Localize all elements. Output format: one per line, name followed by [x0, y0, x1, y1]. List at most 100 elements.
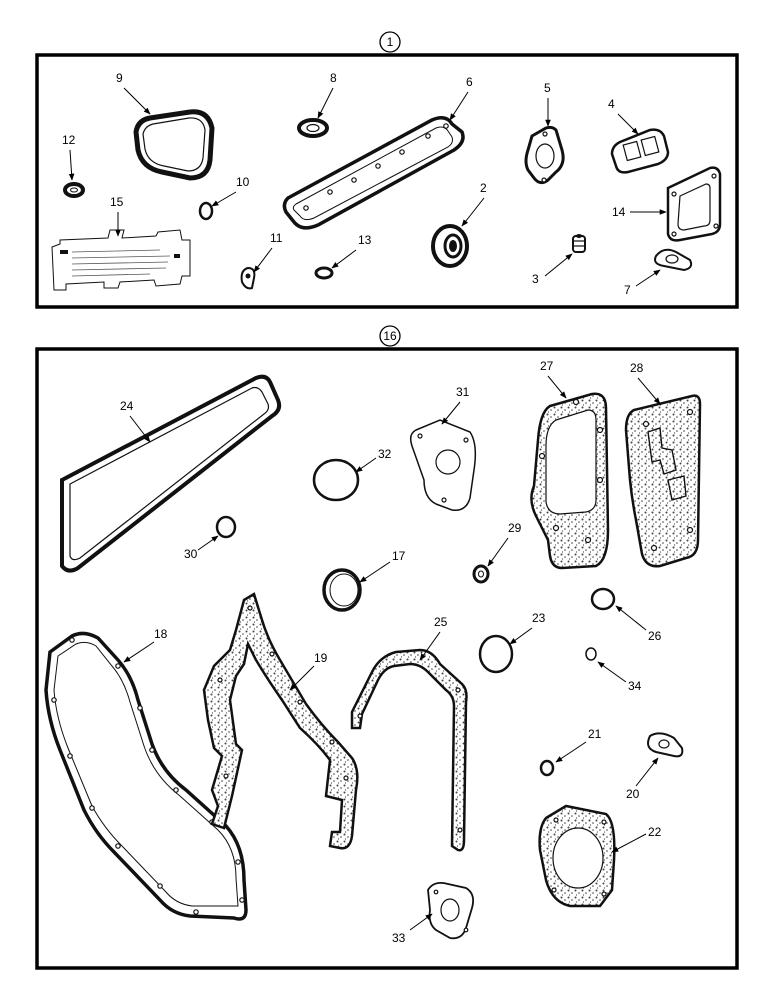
panel-top-header-label: 1 — [387, 35, 394, 49]
part-26-oring — [590, 587, 616, 611]
part-15-label-sheet — [51, 229, 191, 291]
svg-text:22: 22 — [648, 825, 662, 839]
callout-21: 21 — [555, 727, 602, 763]
callout-24: 24 — [120, 399, 151, 443]
svg-text:2: 2 — [480, 181, 487, 195]
callout-29: 29 — [487, 521, 522, 567]
svg-text:6: 6 — [466, 75, 473, 89]
panel-top-frame — [35, 53, 739, 309]
part-28-gasket — [624, 394, 702, 568]
panel-top-header: 1 — [379, 31, 401, 53]
svg-text:25: 25 — [434, 615, 448, 629]
part-23-oring — [478, 634, 514, 674]
svg-text:13: 13 — [358, 233, 372, 247]
part-30-oring — [215, 515, 237, 539]
svg-text:15: 15 — [110, 195, 124, 209]
svg-text:3: 3 — [532, 272, 539, 286]
part-17-ring — [322, 568, 362, 612]
part-34-ring — [585, 647, 597, 661]
part-4-gasket — [610, 128, 670, 174]
callout-4: 4 — [608, 97, 639, 135]
part-12-seal — [63, 182, 85, 198]
part-14-gasket — [666, 166, 722, 242]
svg-text:10: 10 — [236, 175, 250, 189]
callout-6: 6 — [449, 75, 473, 121]
part-21-oring — [539, 759, 555, 777]
callout-9: 9 — [116, 71, 151, 115]
svg-text:28: 28 — [630, 361, 644, 375]
callout-20: 20 — [626, 757, 659, 801]
svg-text:21: 21 — [588, 727, 602, 741]
panel-bottom-header-label: 16 — [383, 329, 397, 343]
callout-8: 8 — [317, 71, 337, 119]
panel-bottom-frame — [35, 347, 739, 970]
svg-text:31: 31 — [456, 385, 470, 399]
part-10-ring — [198, 201, 214, 221]
callouts-bottom: 24 31 27 28 32 30 29 17 18 25 23 26 19 3… — [120, 359, 662, 945]
callout-28: 28 — [630, 361, 661, 405]
svg-text:9: 9 — [116, 71, 123, 85]
part-9-gasket — [133, 109, 215, 181]
part-20-gasket — [647, 732, 684, 758]
callout-11: 11 — [253, 231, 283, 273]
part-19-gasket — [202, 592, 359, 850]
callout-22: 22 — [611, 825, 662, 853]
callout-19: 19 — [289, 651, 328, 691]
part-6-gasket — [282, 116, 465, 230]
panel-bottom-header: 16 — [379, 325, 401, 347]
part-8-seal — [297, 118, 329, 138]
callout-25: 25 — [419, 615, 448, 661]
part-32-oring — [312, 458, 360, 502]
svg-text:18: 18 — [154, 627, 168, 641]
svg-text:29: 29 — [508, 521, 522, 535]
svg-text:5: 5 — [544, 81, 551, 95]
svg-text:17: 17 — [392, 549, 406, 563]
svg-text:4: 4 — [608, 97, 615, 111]
part-5-gasket — [524, 125, 565, 185]
callout-23: 23 — [509, 611, 546, 645]
callout-32: 32 — [355, 447, 392, 473]
part-31-gasket — [409, 419, 477, 511]
svg-text:14: 14 — [612, 205, 626, 219]
svg-text:34: 34 — [628, 679, 642, 693]
svg-text:24: 24 — [120, 399, 134, 413]
svg-text:8: 8 — [330, 71, 337, 85]
callout-30: 30 — [184, 535, 219, 561]
part-24-gasket — [60, 374, 282, 573]
callout-14: 14 — [612, 205, 667, 219]
callout-5: 5 — [544, 81, 551, 127]
part-13-ring — [314, 266, 334, 280]
svg-text:26: 26 — [648, 629, 662, 643]
svg-text:30: 30 — [184, 547, 198, 561]
part-27-gasket — [530, 392, 610, 570]
svg-text:11: 11 — [270, 231, 283, 245]
callout-3: 3 — [532, 253, 573, 286]
part-18-gasket — [44, 631, 248, 921]
svg-text:20: 20 — [626, 787, 640, 801]
part-25-gasket — [350, 648, 468, 852]
callout-10: 10 — [211, 175, 250, 207]
callouts-top: 9 8 6 5 4 12 10 2 15 14 11 13 3 7 — [62, 71, 667, 297]
part-7-gasket — [654, 248, 693, 272]
svg-text:32: 32 — [378, 447, 392, 461]
svg-text:7: 7 — [624, 283, 631, 297]
callout-17: 17 — [359, 549, 406, 583]
part-2-seal — [431, 224, 469, 268]
callout-12: 12 — [62, 133, 76, 181]
part-22-gasket — [538, 804, 616, 908]
svg-text:33: 33 — [392, 931, 406, 945]
callout-13: 13 — [331, 233, 372, 269]
panel-bottom: 16 — [35, 325, 739, 970]
part-29-seal — [472, 564, 490, 584]
part-3-grommet — [572, 234, 586, 253]
callout-33: 33 — [392, 913, 433, 945]
callout-34: 34 — [597, 661, 642, 693]
part-11-seal — [240, 266, 256, 290]
callout-27: 27 — [540, 359, 567, 399]
svg-text:27: 27 — [540, 359, 554, 373]
callout-2: 2 — [461, 181, 487, 227]
callout-15: 15 — [110, 195, 124, 237]
callout-7: 7 — [624, 269, 661, 297]
callout-26: 26 — [615, 605, 662, 643]
